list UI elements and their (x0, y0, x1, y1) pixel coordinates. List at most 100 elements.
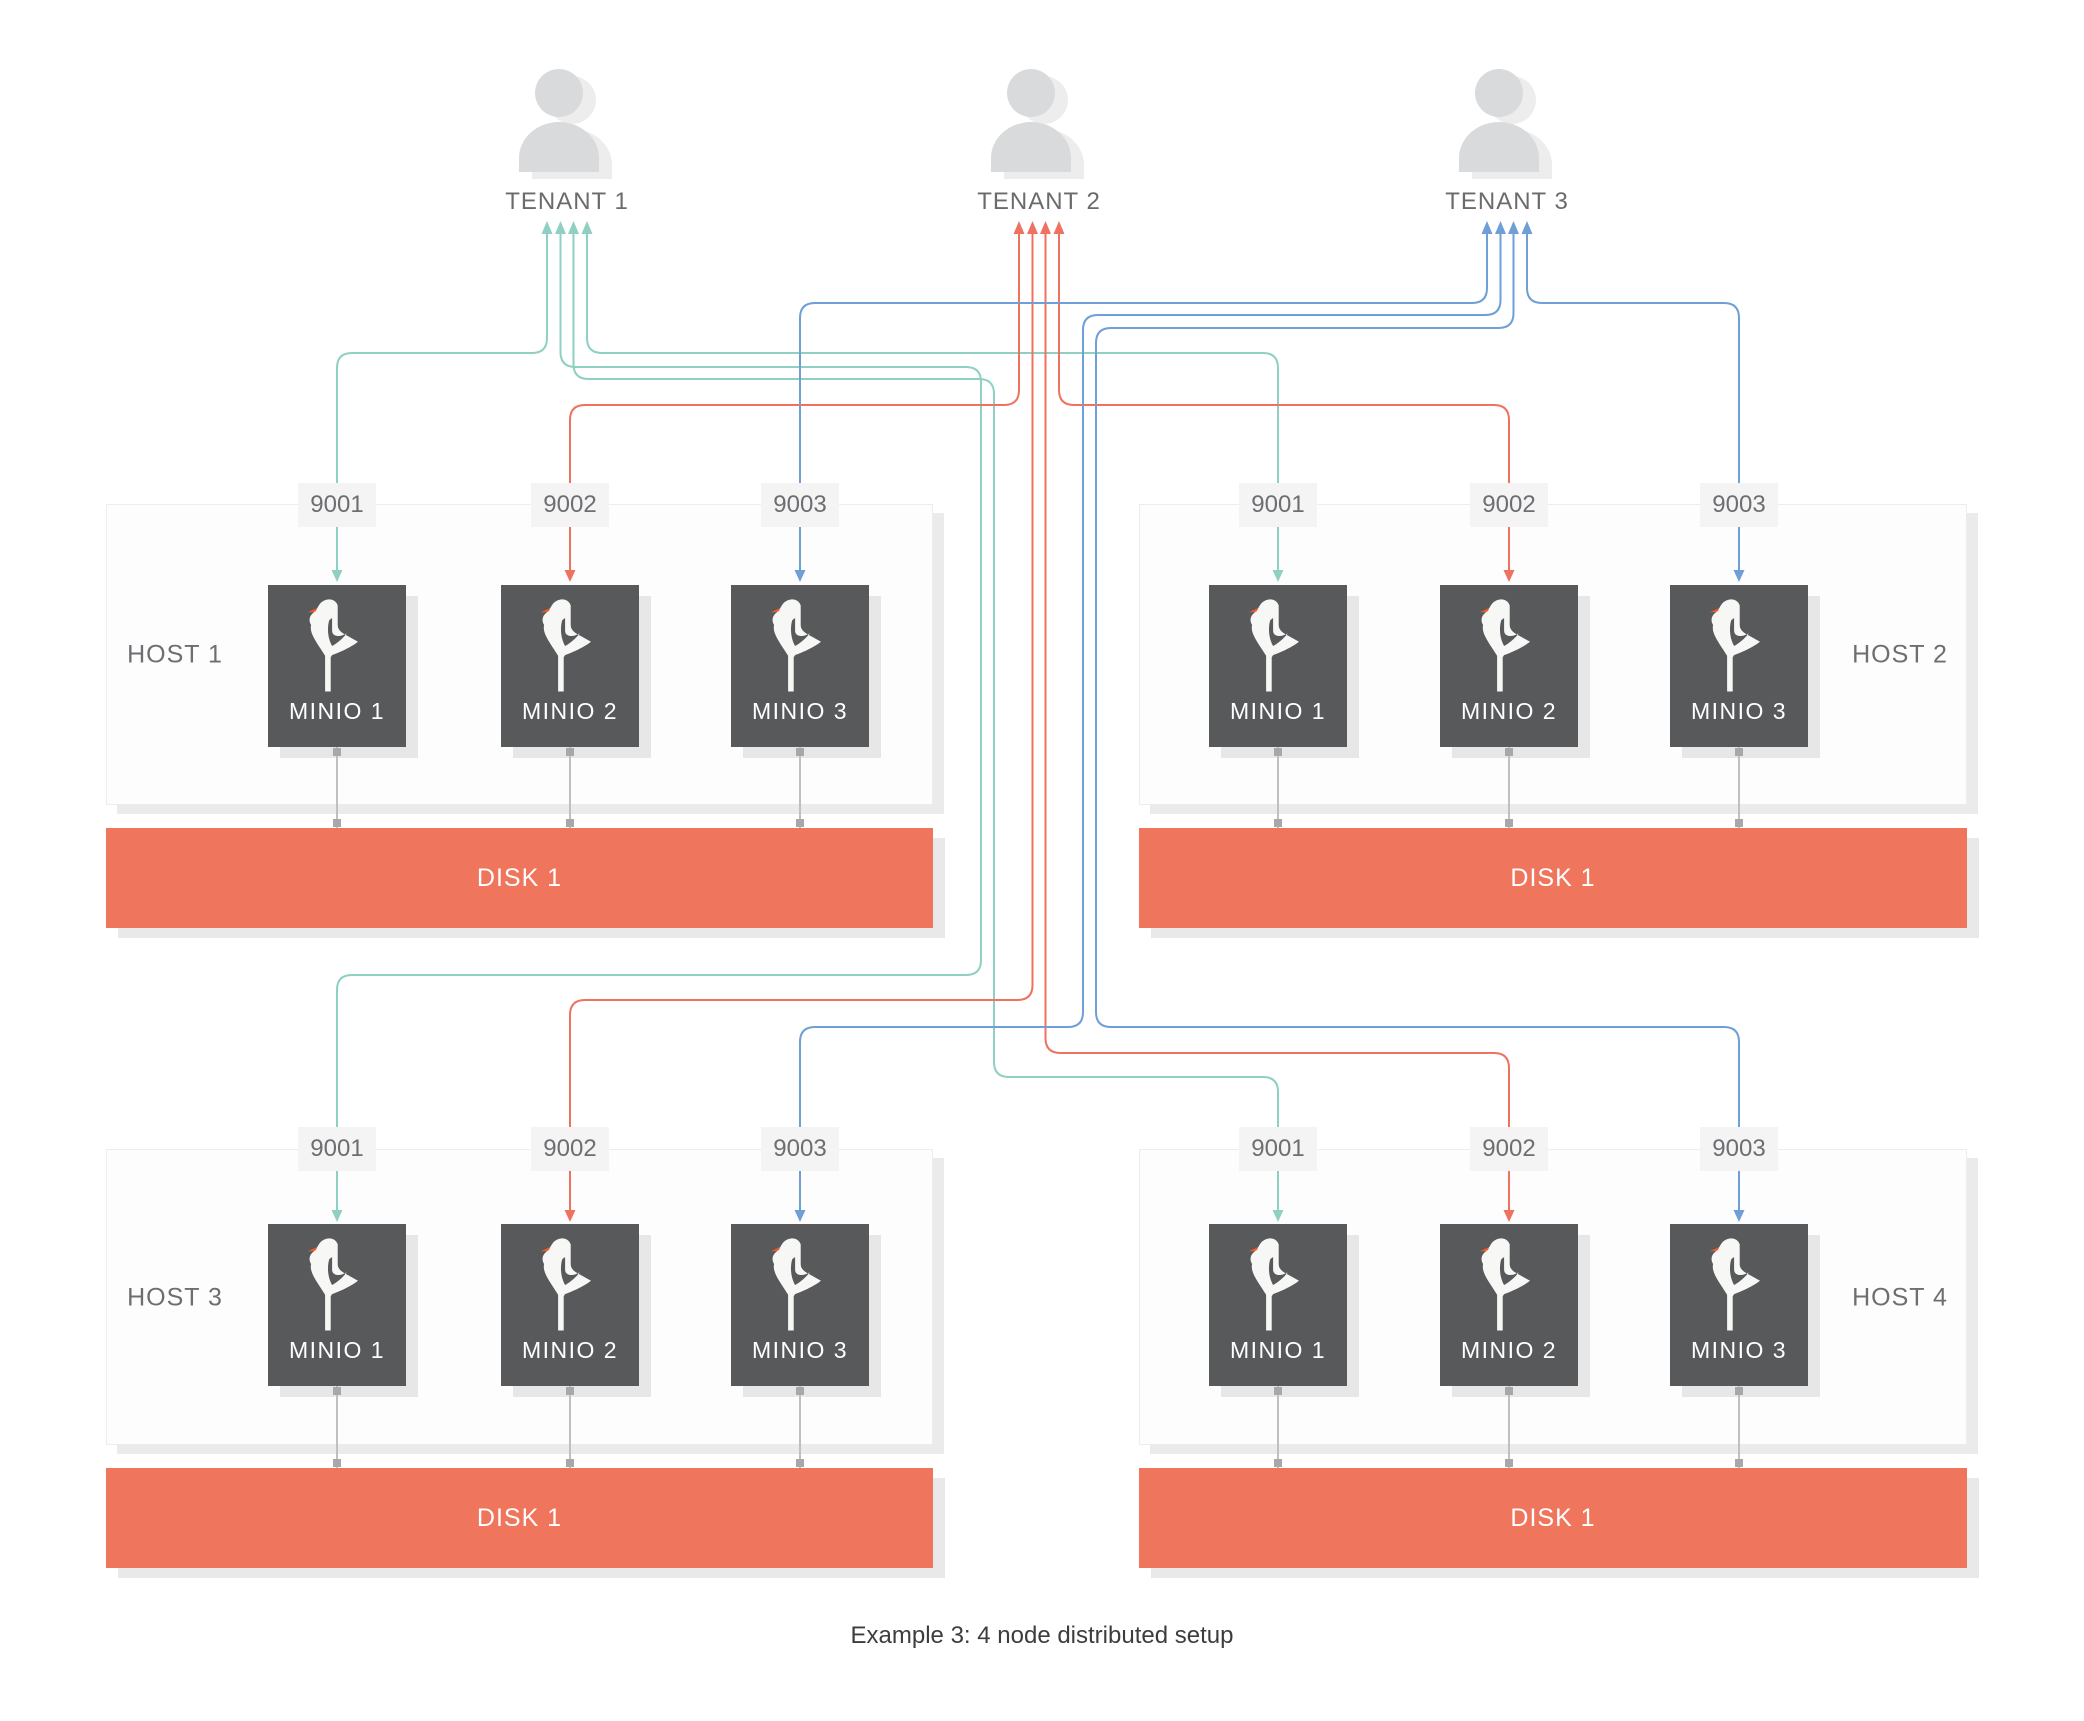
connector-endpoint (1505, 1459, 1513, 1467)
connector-endpoint (796, 1459, 804, 1467)
arrowhead-up (1508, 221, 1519, 234)
node-disk-connector (1277, 1386, 1279, 1468)
arrowhead-up (1495, 221, 1506, 234)
minio-node-label: MINIO 2 (521, 1337, 619, 1363)
arrowhead-up (1521, 221, 1533, 234)
connector-endpoint (1735, 1459, 1743, 1467)
tenant-3: TENANT 3 (1397, 57, 1617, 216)
arrowhead-up (1481, 221, 1493, 234)
host-label-h3: HOST 3 (127, 1283, 223, 1312)
minio-node-label: MINIO 3 (751, 1337, 849, 1363)
connector-endpoint (333, 1459, 341, 1467)
minio-node-h2-2: MINIO 2 (1440, 585, 1578, 747)
disk-label: DISK 1 (476, 1503, 563, 1532)
minio-node-h1-3: MINIO 3 (731, 585, 869, 747)
arrowhead-up (581, 221, 593, 234)
connector-endpoint (566, 1387, 574, 1395)
connector-endpoint (1505, 748, 1513, 756)
node-disk-connector (799, 747, 801, 828)
minio-node-h1-1: MINIO 1 (268, 585, 406, 747)
disk-label: DISK 1 (1510, 863, 1596, 892)
connector-endpoint (796, 819, 804, 827)
arrowhead-up (1040, 221, 1051, 234)
minio-node-h2-3: MINIO 3 (1670, 585, 1808, 747)
connector-endpoint (333, 748, 341, 756)
minio-node-label: MINIO 2 (1460, 698, 1558, 724)
node-disk-connector (1738, 1386, 1740, 1468)
minio-node-h4-2: MINIO 2 (1440, 1224, 1578, 1386)
port-label-h1-9002: 9002 (531, 483, 609, 527)
port-label-h2-9003: 9003 (1700, 483, 1778, 527)
port-label-h2-9002: 9002 (1470, 483, 1548, 527)
minio-stork-logo-icon (1479, 599, 1530, 692)
port-label-h3-9003: 9003 (761, 1127, 839, 1171)
disk-h4: DISK 1 (1139, 1468, 1967, 1568)
minio-node-label: MINIO 1 (1229, 698, 1327, 724)
connector-endpoint (1274, 819, 1282, 827)
disk-h3: DISK 1 (106, 1468, 933, 1568)
port-label-h3-9002: 9002 (531, 1127, 609, 1171)
port-label-h4-9003: 9003 (1700, 1127, 1778, 1171)
tenant-1: TENANT 1 (457, 57, 677, 216)
host-label-h1: HOST 1 (127, 640, 223, 669)
minio-node-label: MINIO 2 (1460, 1337, 1558, 1363)
disk-h2: DISK 1 (1139, 828, 1967, 928)
connector-endpoint (1735, 819, 1743, 827)
minio-node-h3-1: MINIO 1 (268, 1224, 406, 1386)
node-disk-connector (1738, 747, 1740, 828)
connector-endpoint (796, 748, 804, 756)
node-disk-connector (336, 747, 338, 828)
minio-node-h4-3: MINIO 3 (1670, 1224, 1808, 1386)
minio-node-h2-1: MINIO 1 (1209, 585, 1347, 747)
minio-stork-logo-icon (307, 1238, 358, 1331)
tenant-2: TENANT 2 (929, 57, 1149, 216)
minio-node-label: MINIO 3 (751, 698, 849, 724)
node-disk-connector (569, 1386, 571, 1468)
minio-stork-logo-icon (1479, 1238, 1530, 1331)
minio-node-label: MINIO 1 (288, 1337, 386, 1363)
minio-stork-logo-icon (1248, 1238, 1299, 1331)
disk-label: DISK 1 (476, 863, 563, 892)
minio-stork-logo-icon (540, 1238, 591, 1331)
connector-endpoint (566, 819, 574, 827)
connector-endpoint (333, 1387, 341, 1395)
user-icon (1459, 69, 1552, 179)
port-label-h2-9001: 9001 (1239, 483, 1317, 527)
tenant-label: TENANT 2 (977, 188, 1101, 215)
connector-endpoint (1505, 819, 1513, 827)
minio-node-label: MINIO 1 (1229, 1337, 1327, 1363)
connector-endpoint (333, 819, 341, 827)
minio-node-label: MINIO 3 (1690, 698, 1788, 724)
user-icon (519, 69, 612, 179)
arrowhead-up (541, 221, 553, 234)
node-disk-connector (336, 1386, 338, 1468)
arrowhead-up (568, 221, 579, 234)
connector-endpoint (1735, 1387, 1743, 1395)
node-disk-connector (569, 747, 571, 828)
node-disk-connector (799, 1386, 801, 1468)
minio-node-h3-2: MINIO 2 (501, 1224, 639, 1386)
diagram-caption: Example 3: 4 node distributed setup (850, 1622, 1234, 1649)
node-disk-connector (1277, 747, 1279, 828)
arrowhead-up (1027, 221, 1038, 234)
minio-stork-logo-icon (770, 599, 821, 692)
connector-endpoint (796, 1387, 804, 1395)
tenant-label: TENANT 1 (505, 188, 629, 215)
minio-stork-logo-icon (307, 599, 358, 692)
port-label-h4-9001: 9001 (1239, 1127, 1317, 1171)
arrowhead-up (555, 221, 566, 234)
connector-endpoint (1735, 748, 1743, 756)
connector-endpoint (1274, 748, 1282, 756)
port-label-h1-9001: 9001 (298, 483, 376, 527)
connector-endpoint (1505, 1387, 1513, 1395)
user-icon (991, 69, 1084, 179)
connector-endpoint (1274, 1387, 1282, 1395)
minio-stork-logo-icon (1709, 599, 1760, 692)
minio-stork-logo-icon (1248, 599, 1299, 692)
port-label-h3-9001: 9001 (298, 1127, 376, 1171)
minio-node-label: MINIO 2 (521, 698, 619, 724)
minio-node-label: MINIO 3 (1690, 1337, 1788, 1363)
port-label-h4-9002: 9002 (1470, 1127, 1548, 1171)
arrowhead-up (1013, 221, 1025, 234)
port-label-h1-9003: 9003 (761, 483, 839, 527)
